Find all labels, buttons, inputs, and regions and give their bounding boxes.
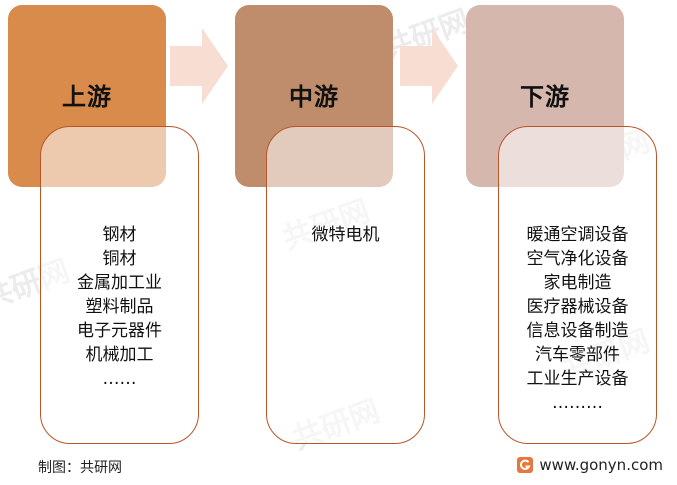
list-item: 工业生产设备 [526,369,629,389]
list-item: 医疗器械设备 [526,297,629,317]
list-item: 汽车零部件 [535,345,620,365]
right-arrow-icon [170,28,228,104]
list-item: 空气净化设备 [526,249,629,269]
list-item: …… [102,369,137,389]
list-item: 塑料制品 [85,297,154,317]
upstream-title: 上游 [62,83,112,111]
source-credit: 制图：共研网 [38,460,122,476]
list-item: 金属加工业 [77,273,162,293]
downstream-title: 下游 [520,83,570,111]
upstream-item-list: 钢材 铜材 金属加工业 塑料制品 电子元器件 机械加工 …… [41,223,198,391]
downstream-item-list: 暖通空调设备 空气净化设备 家电制造 医疗器械设备 信息设备制造 汽车零部件 工… [499,223,656,415]
list-item: ……… [552,393,603,413]
list-item: 信息设备制造 [526,321,629,341]
list-item: 微特电机 [311,225,380,245]
list-item: 暖通空调设备 [526,225,629,245]
website-url: www.gonyn.com [539,456,663,474]
website-credit: www.gonyn.com [517,456,663,474]
list-item: 钢材 [102,225,137,245]
right-arrow-icon [400,28,458,104]
midstream-detail-box: 微特电机 [266,126,425,444]
midstream-title: 中游 [289,83,339,111]
list-item: 机械加工 [85,345,154,365]
list-item: 电子元器件 [77,321,162,341]
midstream-item-list: 微特电机 [267,223,424,247]
downstream-detail-box: 暖通空调设备 空气净化设备 家电制造 医疗器械设备 信息设备制造 汽车零部件 工… [498,126,657,444]
upstream-detail-box: 钢材 铜材 金属加工业 塑料制品 电子元器件 机械加工 …… [40,126,199,444]
gonyn-logo-icon [517,457,534,473]
list-item: 铜材 [102,249,137,269]
list-item: 家电制造 [543,273,612,293]
